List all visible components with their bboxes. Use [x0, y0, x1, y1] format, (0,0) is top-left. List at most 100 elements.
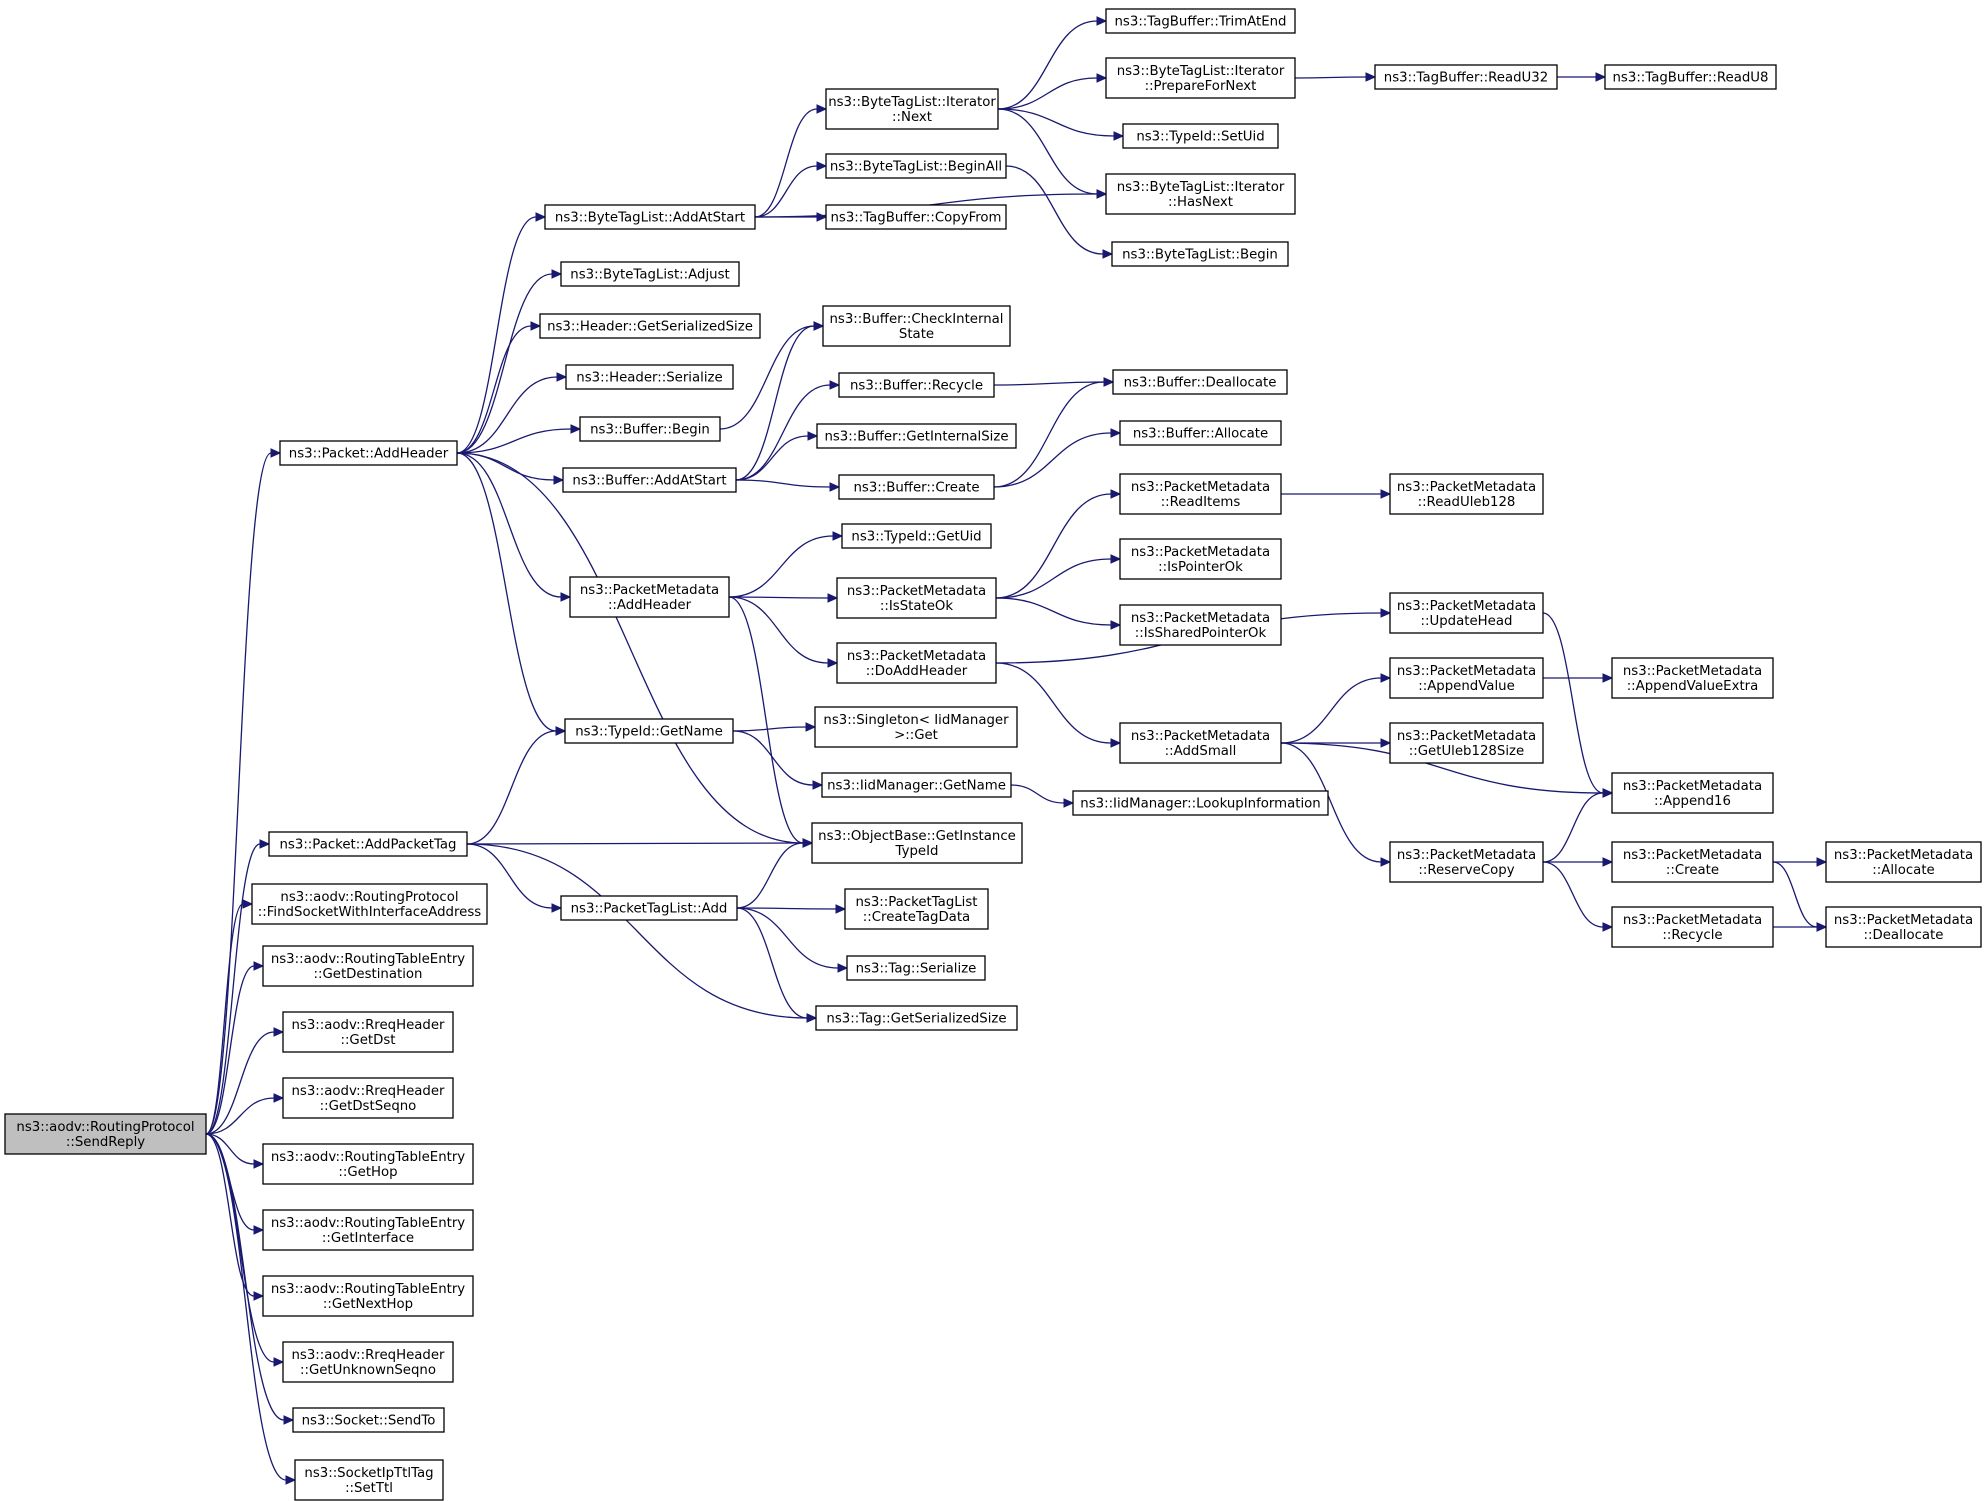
node-ns3-packetmetadata-addheader[interactable]: ns3::PacketMetadata::AddHeader [569, 576, 730, 618]
node-ns3-bytetaglist-begin[interactable]: ns3::ByteTagList::Begin [1111, 241, 1289, 267]
node-ns3-packettaglist-add[interactable]: ns3::PacketTagList::Add [560, 895, 738, 921]
node-label: ns3::ObjectBase::GetInstance [818, 829, 1016, 844]
node-ns3-packetmetadata-append16[interactable]: ns3::PacketMetadata::Append16 [1611, 772, 1774, 814]
node-box [1122, 123, 1279, 149]
node-ns3-aodv-routingtableentry-getdestination[interactable]: ns3::aodv::RoutingTableEntry::GetDestina… [262, 945, 474, 987]
node-ns3-buffer-allocate[interactable]: ns3::Buffer::Allocate [1119, 420, 1282, 446]
node-ns3-packetmetadata-allocate[interactable]: ns3::PacketMetadata::Allocate [1825, 841, 1982, 883]
edge-n0-n1 [205, 448, 282, 1135]
node-ns3-packetmetadata-appendvalueextra[interactable]: ns3::PacketMetadata::AppendValueExtra [1611, 657, 1774, 699]
node-ns3-buffer-deallocate[interactable]: ns3::Buffer::Deallocate [1112, 369, 1288, 395]
node-box [262, 1275, 474, 1317]
edge-n54-n57 [1543, 673, 1614, 683]
node-ns3-aodv-rreqheader-getdstseqno[interactable]: ns3::aodv::RreqHeader::GetDstSeqno [282, 1077, 454, 1119]
node-box [811, 822, 1023, 864]
node-box [815, 1005, 1018, 1031]
node-ns3-typeid-getuid[interactable]: ns3::TypeId::GetUid [841, 523, 992, 549]
edge-n19-n31 [728, 596, 839, 668]
node-ns3-packetmetadata-doaddheader[interactable]: ns3::PacketMetadata::DoAddHeader [836, 642, 997, 684]
node-ns3-header-getserializedsize[interactable]: ns3::Header::GetSerializedSize [539, 313, 761, 339]
node-ns3-aodv-routingprotocol-findsocketwithinterfaceaddress[interactable]: ns3::aodv::RoutingProtocol::FindSocketWi… [251, 883, 488, 925]
node-ns3-tag-serialize[interactable]: ns3::Tag::Serialize [846, 955, 986, 981]
node-ns3-tagbuffer-readu8[interactable]: ns3::TagBuffer::ReadU8 [1604, 64, 1777, 90]
node-label: ns3::PacketTagList::Add [571, 902, 728, 917]
edge-n28-n44 [993, 428, 1122, 488]
node-ns3-iidmanager-getname[interactable]: ns3::IidManager::GetName [821, 772, 1012, 798]
node-ns3-bytetaglist-iterator-preparefornext[interactable]: ns3::ByteTagList::Iterator::PrepareForNe… [1105, 57, 1296, 99]
node-ns3-packetmetadata-appendvalue[interactable]: ns3::PacketMetadata::AppendValue [1389, 657, 1544, 699]
node-ns3-bytetaglist-beginall[interactable]: ns3::ByteTagList::BeginAll [825, 153, 1007, 179]
node-label: ns3::Buffer::CheckInternal [829, 312, 1003, 327]
edge-n30-n45 [995, 489, 1122, 599]
node-ns3-packetmetadata-addsmall[interactable]: ns3::PacketMetadata::AddSmall [1119, 722, 1282, 764]
node-label: ns3::PacketMetadata [1131, 729, 1270, 744]
node-label: ns3::Tag::GetSerializedSize [826, 1012, 1006, 1027]
node-ns3-buffer-begin[interactable]: ns3::Buffer::Begin [579, 416, 721, 442]
node-box [1111, 241, 1289, 267]
node-box [279, 440, 458, 466]
node-ns3-typeid-getname[interactable]: ns3::TypeId::GetName [564, 718, 734, 744]
node-ns3-packetmetadata-create[interactable]: ns3::PacketMetadata::Create [1611, 841, 1774, 883]
node-ns3-packetmetadata-readuleb128[interactable]: ns3::PacketMetadata::ReadUleb128 [1389, 473, 1544, 515]
node-ns3-buffer-create[interactable]: ns3::Buffer::Create [838, 474, 995, 500]
edge-n18-n27 [735, 431, 819, 481]
node-box [262, 945, 474, 987]
node-label: ::GetDestination [314, 967, 423, 982]
node-ns3-bytetaglist-adjust[interactable]: ns3::ByteTagList::Adjust [560, 261, 740, 287]
edge-n19-n29 [728, 531, 844, 598]
node-ns3-iidmanager-lookupinformation[interactable]: ns3::IidManager::LookupInformation [1072, 790, 1329, 816]
edge-n2-n20 [466, 726, 567, 845]
node-ns3-bytetaglist-iterator-hasnext[interactable]: ns3::ByteTagList::Iterator::HasNext [1105, 173, 1296, 215]
node-ns3-packetmetadata-getuleb128size[interactable]: ns3::PacketMetadata::GetUleb128Size [1389, 722, 1544, 764]
node-ns3-packetmetadata-issharedpointerok[interactable]: ns3::PacketMetadata::IsSharedPointerOk [1119, 604, 1282, 646]
edge-n0-n3 [205, 899, 254, 1135]
edge-n13-n23 [754, 161, 828, 218]
node-box [560, 895, 738, 921]
node-ns3-packetmetadata-readitems[interactable]: ns3::PacketMetadata::ReadItems [1119, 473, 1282, 515]
node-ns3-buffer-addatstart[interactable]: ns3::Buffer::AddAtStart [562, 467, 737, 493]
node-label: ns3::aodv::RoutingProtocol [16, 1120, 194, 1135]
node-ns3-aodv-routingtableentry-getnexthop[interactable]: ns3::aodv::RoutingTableEntry::GetNextHop [262, 1275, 474, 1317]
node-box [262, 1209, 474, 1251]
node-label: ns3::TagBuffer::ReadU32 [1384, 71, 1548, 86]
node-ns3-tagbuffer-copyfrom[interactable]: ns3::TagBuffer::CopyFrom [825, 204, 1007, 230]
node-ns3-packet-addpackettag[interactable]: ns3::Packet::AddPacketTag [268, 831, 468, 857]
node-ns3-typeid-setuid[interactable]: ns3::TypeId::SetUid [1122, 123, 1279, 149]
node-ns3-packetmetadata-updatehead[interactable]: ns3::PacketMetadata::UpdateHead [1389, 592, 1544, 634]
node-ns3-socketipttltag-setttl[interactable]: ns3::SocketIpTtlTag::SetTtl [294, 1459, 444, 1501]
node-ns3-buffer-recycle[interactable]: ns3::Buffer::Recycle [838, 372, 995, 398]
node-ns3-aodv-rreqheader-getunknownseqno[interactable]: ns3::aodv::RreqHeader::GetUnknownSeqno [282, 1341, 454, 1383]
node-ns3-aodv-routingtableentry-gethop[interactable]: ns3::aodv::RoutingTableEntry::GetHop [262, 1143, 474, 1185]
node-box [1072, 790, 1329, 816]
node-box [1389, 592, 1544, 634]
node-ns3-tagbuffer-readu32[interactable]: ns3::TagBuffer::ReadU32 [1374, 64, 1558, 90]
node-ns3-buffer-getinternalsize[interactable]: ns3::Buffer::GetInternalSize [816, 423, 1017, 449]
node-ns3-aodv-rreqheader-getdst[interactable]: ns3::aodv::RreqHeader::GetDst [282, 1011, 454, 1053]
node-ns3-socket-sendto[interactable]: ns3::Socket::SendTo [292, 1407, 445, 1433]
node-ns3-singleton-iidmanager-get[interactable]: ns3::Singleton< IidManager >::Get [814, 706, 1018, 748]
node-box [251, 883, 488, 925]
edge-n2-n21 [466, 843, 563, 913]
node-ns3-bytetaglist-addatstart[interactable]: ns3::ByteTagList::AddAtStart [544, 204, 756, 230]
edge-n33-n49 [1010, 784, 1075, 808]
node-ns3-bytetaglist-iterator-next[interactable]: ns3::ByteTagList::Iterator::Next [825, 88, 999, 130]
node-box [1112, 369, 1288, 395]
node-label: ns3::PacketMetadata [1623, 848, 1762, 863]
node-ns3-tag-getserializedsize[interactable]: ns3::Tag::GetSerializedSize [815, 1005, 1018, 1031]
node-ns3-packetmetadata-recycle[interactable]: ns3::PacketMetadata::Recycle [1611, 906, 1774, 948]
node-ns3-packetmetadata-deallocate[interactable]: ns3::PacketMetadata::Deallocate [1825, 906, 1982, 948]
node-ns3-packetmetadata-reservecopy[interactable]: ns3::PacketMetadata::ReserveCopy [1389, 841, 1544, 883]
node-box [1389, 473, 1544, 515]
node-ns3-aodv-routingtableentry-getinterface[interactable]: ns3::aodv::RoutingTableEntry::GetInterfa… [262, 1209, 474, 1251]
node-label: ns3::TagBuffer::TrimAtEnd [1115, 15, 1287, 30]
node-ns3-packetmetadata-isstateok[interactable]: ns3::PacketMetadata::IsStateOk [836, 577, 997, 619]
edge-n1-n34 [456, 452, 814, 848]
node-ns3-packettaglist-createtagdata[interactable]: ns3::PacketTagList::CreateTagData [844, 888, 989, 930]
node-ns3-aodv-routingprotocol-sendreply[interactable]: ns3::aodv::RoutingProtocol::SendReply [4, 1113, 207, 1155]
node-ns3-packetmetadata-ispointerok[interactable]: ns3::PacketMetadata::IsPointerOk [1119, 538, 1282, 580]
node-ns3-header-serialize[interactable]: ns3::Header::Serialize [565, 364, 734, 390]
node-ns3-packet-addheader[interactable]: ns3::Packet::AddHeader [279, 440, 458, 466]
node-ns3-tagbuffer-trimatend[interactable]: ns3::TagBuffer::TrimAtEnd [1105, 8, 1296, 34]
